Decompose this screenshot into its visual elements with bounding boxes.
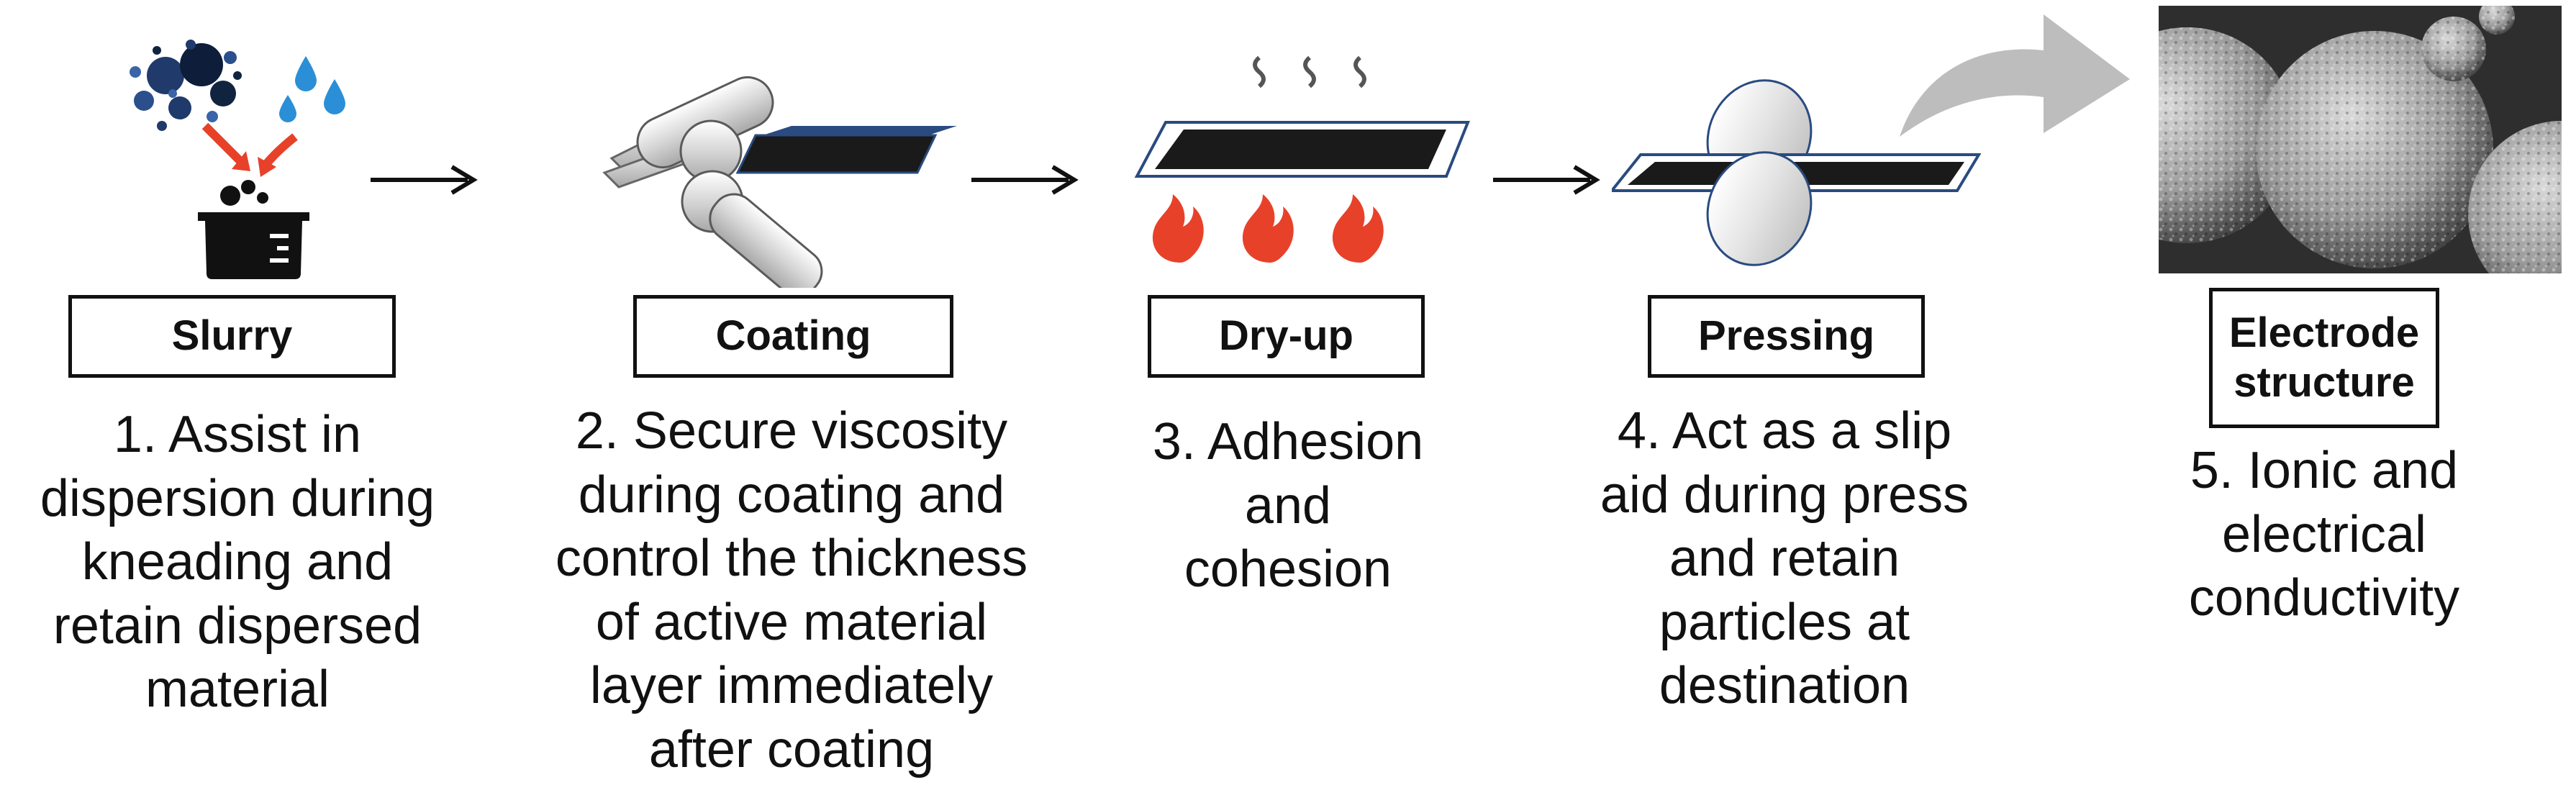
step-description-slurry: 1. Assist in dispersion during kneading … (40, 406, 435, 719)
particles-icon (130, 40, 242, 131)
step-description-pressing: 4. Act as a slip aid during press and re… (1600, 402, 1969, 715)
flow-arrow-1 (371, 165, 478, 195)
slurry-illustration (130, 40, 345, 279)
step-label-slurry: Slurry (68, 295, 396, 378)
step-description-dryup: 3. Adhesion and cohesion (1152, 413, 1424, 599)
water-drops-icon (279, 56, 345, 122)
heat-waves-icon (1253, 55, 1366, 88)
step-description-coating: 2. Secure viscosity during coating and c… (555, 402, 1028, 779)
roll-press-icon (1612, 79, 1982, 266)
sem-image-icon (2159, 6, 2562, 273)
coater-icon (602, 76, 957, 288)
drop-arrows-icon (201, 122, 298, 177)
flow-arrow-3 (1493, 165, 1600, 195)
beaker-icon (198, 180, 309, 279)
electrode-sheet-icon (1134, 121, 1470, 178)
flow-arrow-2 (971, 165, 1079, 195)
step-label-electrode: Electrode structure (2209, 288, 2439, 428)
step-description-electrode: 5. Ionic and electrical conductivity (2188, 442, 2460, 627)
flame-icon (1152, 194, 1384, 263)
dryup-illustration (1134, 55, 1470, 263)
step-label-pressing: Pressing (1648, 295, 1925, 378)
step-label-coating: Coating (633, 295, 953, 378)
big-curved-arrow (1900, 14, 2130, 137)
step-label-dryup: Dry-up (1148, 295, 1425, 378)
